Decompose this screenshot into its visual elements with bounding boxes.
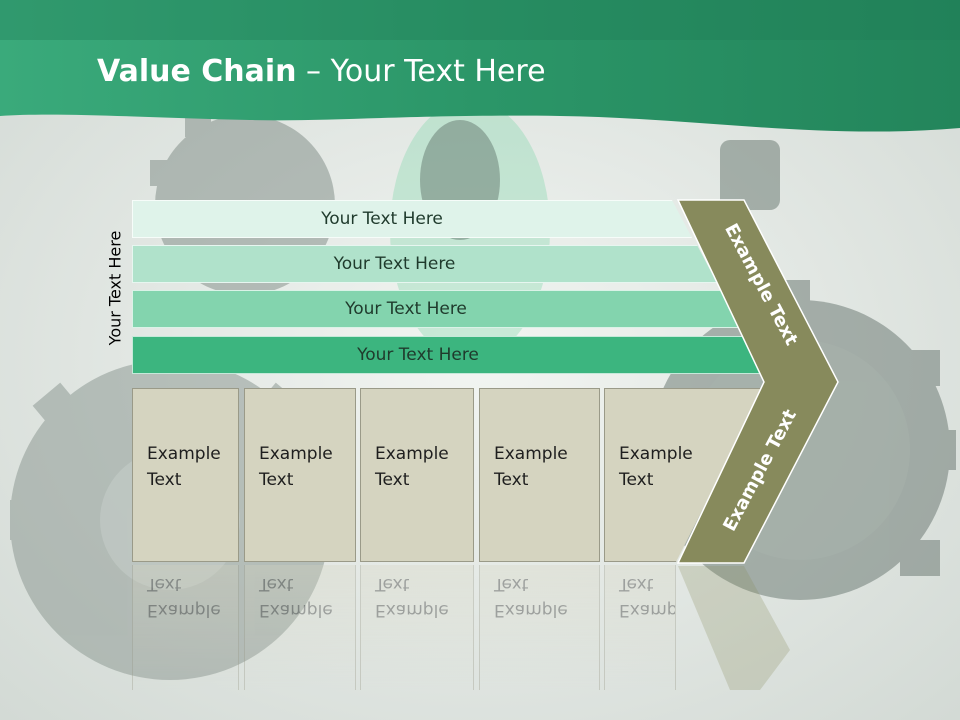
page-title: Value Chain – Your Text Here — [97, 54, 546, 89]
box-3-line2: Text — [375, 470, 410, 490]
bar-2-label: Your Text Here — [333, 254, 456, 274]
box-2-line2: Text — [259, 470, 294, 490]
box-5-line1: Example — [619, 444, 693, 464]
bar-3-label: Your Text Here — [345, 299, 467, 319]
bar-1-label: Your Text Here — [321, 209, 443, 229]
chevron-arrow-shape — [676, 199, 839, 564]
bar-4: Your Text Here — [132, 336, 764, 374]
title-bold: Value Chain — [97, 54, 297, 89]
box-5-line2: Text — [619, 470, 654, 490]
bar-1: Your Text Here — [132, 200, 692, 238]
chevron-reflection — [678, 566, 790, 690]
box-4-line1: Example — [494, 444, 568, 464]
box-2-line1: Example — [259, 444, 333, 464]
bar-2: Your Text Here — [132, 245, 717, 283]
box-3-line1: Example — [375, 444, 449, 464]
box-1-line1: Example — [147, 444, 221, 464]
activity-box-1: Example Text — [132, 388, 239, 562]
activity-box-3: Example Text — [360, 388, 474, 562]
title-rest: – Your Text Here — [296, 54, 546, 89]
activity-box-4: Example Text — [479, 388, 600, 562]
box-4-line2: Text — [494, 470, 529, 490]
box-1-line2: Text — [147, 470, 182, 490]
activity-box-2: Example Text — [244, 388, 356, 562]
bar-4-label: Your Text Here — [357, 345, 479, 365]
